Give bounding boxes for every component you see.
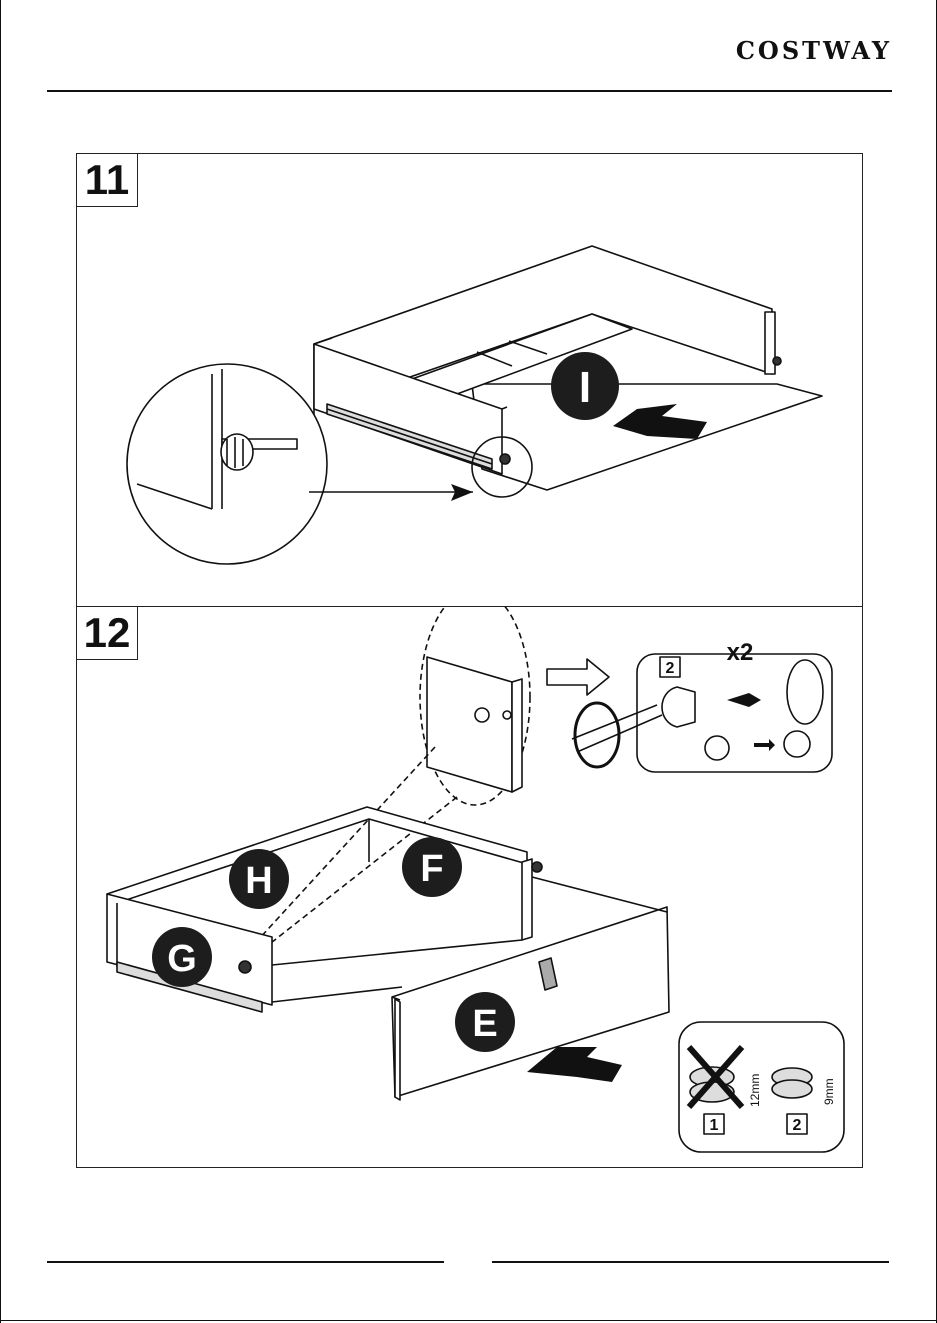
page-left-edge (0, 0, 1, 1323)
drawer-back-panel (107, 807, 527, 903)
quantity-label: x2 (727, 639, 754, 666)
wrong-cam-index: 1 (710, 1117, 719, 1134)
step-12-panel: 12 (76, 606, 863, 1168)
cam-index: 2 (666, 660, 675, 677)
step-11-panel: 11 (76, 153, 863, 607)
step-11-illustration: I (77, 154, 862, 606)
part-label-G: G (167, 938, 197, 980)
page-bottom-rule (0, 1320, 937, 1321)
part-label-E: E (472, 1003, 497, 1045)
part-label-I: I (579, 363, 591, 412)
brand-logo: COSTWAY (736, 36, 892, 65)
footer-rule-right (492, 1261, 889, 1263)
part-label-F: F (420, 848, 443, 890)
header-rule (47, 90, 892, 92)
part-label-H: H (245, 860, 272, 902)
step-12-illustration: H F G E x2 2 1 2 12mm 9mm (77, 607, 862, 1167)
right-size-label: 9mm (822, 1078, 836, 1105)
wrong-size-label: 12mm (748, 1074, 762, 1107)
drawer-bottom-panel (472, 384, 822, 490)
right-cam-index: 2 (793, 1117, 802, 1134)
direction-arrow (547, 659, 609, 695)
footer-rule-left (47, 1261, 444, 1263)
